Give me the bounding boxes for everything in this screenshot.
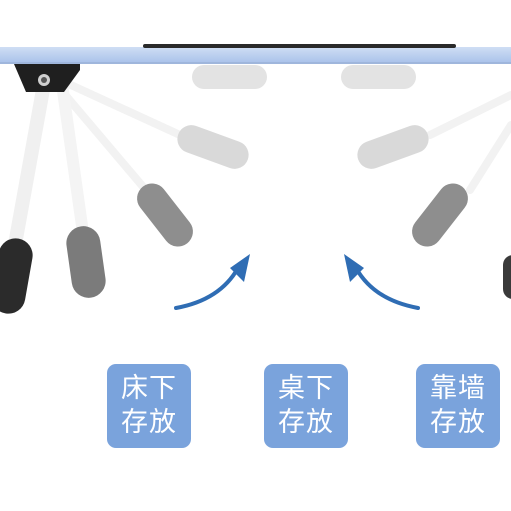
leg-left-angle-3 [56, 78, 106, 298]
leg-right-folded [341, 65, 416, 89]
against-wall-storage-badge: 靠墙 存放 [416, 364, 500, 448]
leg-right-angle-1 [357, 125, 429, 169]
leg-right-vertical [503, 255, 511, 299]
fold-arrow-left-icon [174, 254, 250, 310]
fold-arrow-right-icon [344, 254, 420, 310]
badge-line-1: 靠墙 [430, 373, 486, 404]
under-desk-storage-badge: 桌下 存放 [264, 364, 348, 448]
badge-line-2: 存放 [121, 407, 177, 438]
badge-line-1: 桌下 [278, 373, 334, 404]
leg-right-angle-2 [412, 183, 468, 247]
folding-legs-illustration [0, 44, 511, 314]
hinge-icon [14, 64, 80, 92]
tabletop [0, 44, 511, 64]
leg-left-angle-1 [177, 125, 249, 169]
badge-line-2: 存放 [278, 407, 334, 438]
leg-left-folded [192, 65, 267, 89]
under-bed-storage-badge: 床下 存放 [107, 364, 191, 448]
badge-line-2: 存放 [430, 407, 486, 438]
leg-left-angle-2 [137, 183, 193, 247]
badge-line-1: 床下 [121, 373, 177, 404]
leg-rods-right [426, 91, 511, 194]
leg-left-vertical [0, 77, 51, 314]
leg-rods-left [52, 76, 184, 199]
